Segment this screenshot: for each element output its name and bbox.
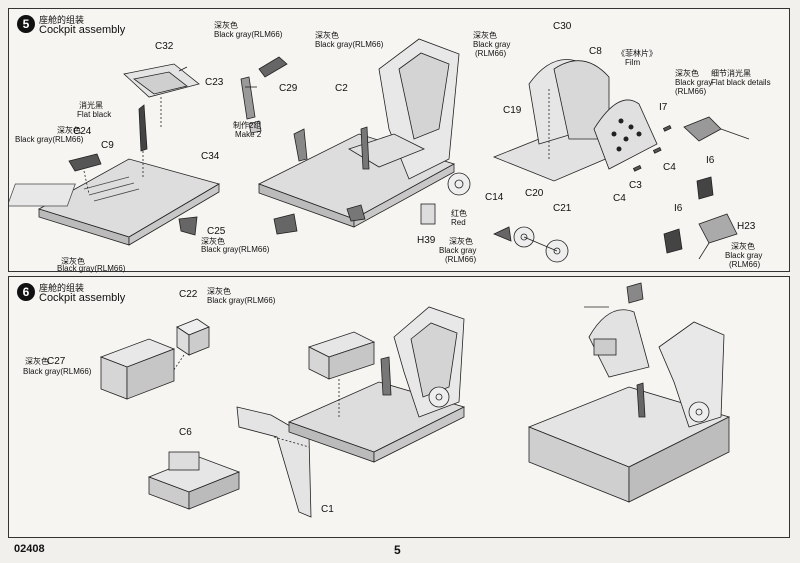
label-flat-black-cn: 消光黑: [79, 101, 103, 110]
label-c30: C30: [553, 21, 572, 32]
label-c3: C3: [629, 180, 642, 191]
step-5-panel: 5 座舱的组装 Cockpit assembly: [8, 8, 790, 273]
label-flat-black-en: Flat black: [77, 110, 112, 119]
label-film-cn: 《菲林片》: [617, 49, 657, 58]
step-5-title-en: Cockpit assembly: [39, 24, 126, 36]
label-i6-a: I6: [706, 155, 715, 166]
label-i6-b: I6: [674, 203, 683, 214]
label-h23-color-en: Black gray: [725, 251, 763, 260]
label-red-en: Red: [451, 218, 466, 227]
label-c30-color-en: Black gray: [473, 40, 511, 49]
footer-product-code: 02408: [14, 543, 45, 555]
step-5-number: 5: [17, 15, 35, 33]
label-i7-rlm: (RLM66): [675, 87, 707, 96]
step-6-number: 6: [17, 283, 35, 301]
label-make2-en: Make 2: [235, 130, 262, 139]
label-c29: C29: [279, 83, 298, 94]
label-c25-color-en: Black gray(RLM66): [201, 245, 270, 254]
label-c8: C8: [589, 46, 602, 57]
label-c27: C27: [47, 356, 66, 367]
label-make2-cn: 制作2组: [233, 121, 262, 130]
label-floor-color-en: Black gray(RLM66): [57, 264, 126, 273]
label-c6: C6: [179, 427, 192, 438]
label-c25-color-cn: 深灰色: [201, 237, 225, 246]
label-c24-color-cn: 深灰色: [57, 126, 81, 135]
label-black-gray-en: Black gray(RLM66): [214, 30, 283, 39]
label-c30-rlm: (RLM66): [475, 49, 507, 58]
label-i7: I7: [659, 102, 668, 113]
label-c23: C23: [205, 77, 224, 88]
label-floor-color-cn: 深灰色: [61, 257, 85, 266]
label-c32: C32: [155, 41, 174, 52]
label-c19: C19: [503, 105, 522, 116]
label-c9: C9: [101, 140, 114, 151]
label-c27-color-en: Black gray(RLM66): [23, 367, 92, 376]
label-i7-color-cn: 深灰色: [675, 69, 699, 78]
label-c20: C20: [525, 188, 544, 199]
label-c24: C24: [73, 126, 92, 137]
label-film-en: Film: [625, 58, 641, 67]
label-h39-color-cn: 深灰色: [449, 237, 473, 246]
label-h39: H39: [417, 235, 436, 246]
label-c2-color-en: Black gray(RLM66): [315, 40, 384, 49]
label-details-en: Flat black details: [711, 78, 771, 87]
label-c22-color-en: Black gray(RLM66): [207, 296, 276, 305]
label-c22-color-cn: 深灰色: [207, 287, 231, 296]
label-h23: H23: [737, 221, 756, 232]
label-c30-color-cn: 深灰色: [473, 31, 497, 40]
label-h23-color-cn: 深灰色: [731, 242, 755, 251]
label-h23-rlm: (RLM66): [729, 260, 761, 269]
label-details-cn: 细节消光黑: [711, 69, 751, 78]
label-c27-color-cn: 深灰色: [25, 357, 49, 366]
footer-page-number: 5: [394, 543, 401, 557]
label-i7-color-en: Black gray: [675, 78, 713, 87]
label-c14: C14: [485, 192, 504, 203]
label-c24-color-en: Black gray(RLM66): [15, 135, 84, 144]
label-black-gray-cn: 深灰色: [214, 21, 238, 30]
label-h39-color-en: Black gray: [439, 246, 477, 255]
step-6-panel: 6 座舱的组装 Cockpit assembly: [8, 276, 790, 538]
label-c25: C25: [207, 226, 226, 237]
label-c2: C2: [335, 83, 348, 94]
label-c2-color-cn: 深灰色: [315, 31, 339, 40]
step-6-header: 6 座舱的组装 Cockpit assembly: [17, 283, 126, 304]
label-c1: C1: [321, 504, 334, 515]
step-6-title-en: Cockpit assembly: [39, 292, 126, 304]
step-5-title-cn: 座舱的组装: [39, 15, 85, 25]
label-h39-rlm: (RLM66): [445, 255, 477, 264]
label-c34: C34: [201, 151, 220, 162]
label-c4-b: C4: [613, 193, 626, 204]
label-c21: C21: [553, 203, 572, 214]
step-6-title-cn: 座舱的组装: [39, 283, 85, 293]
step-5-header: 5 座舱的组装 Cockpit assembly: [17, 15, 126, 36]
step-5-drawing: [9, 38, 750, 263]
label-red-cn: 红色: [451, 209, 467, 218]
label-c4-a: C4: [663, 162, 676, 173]
label-c22: C22: [179, 289, 198, 300]
step-6-drawing: [99, 282, 731, 518]
